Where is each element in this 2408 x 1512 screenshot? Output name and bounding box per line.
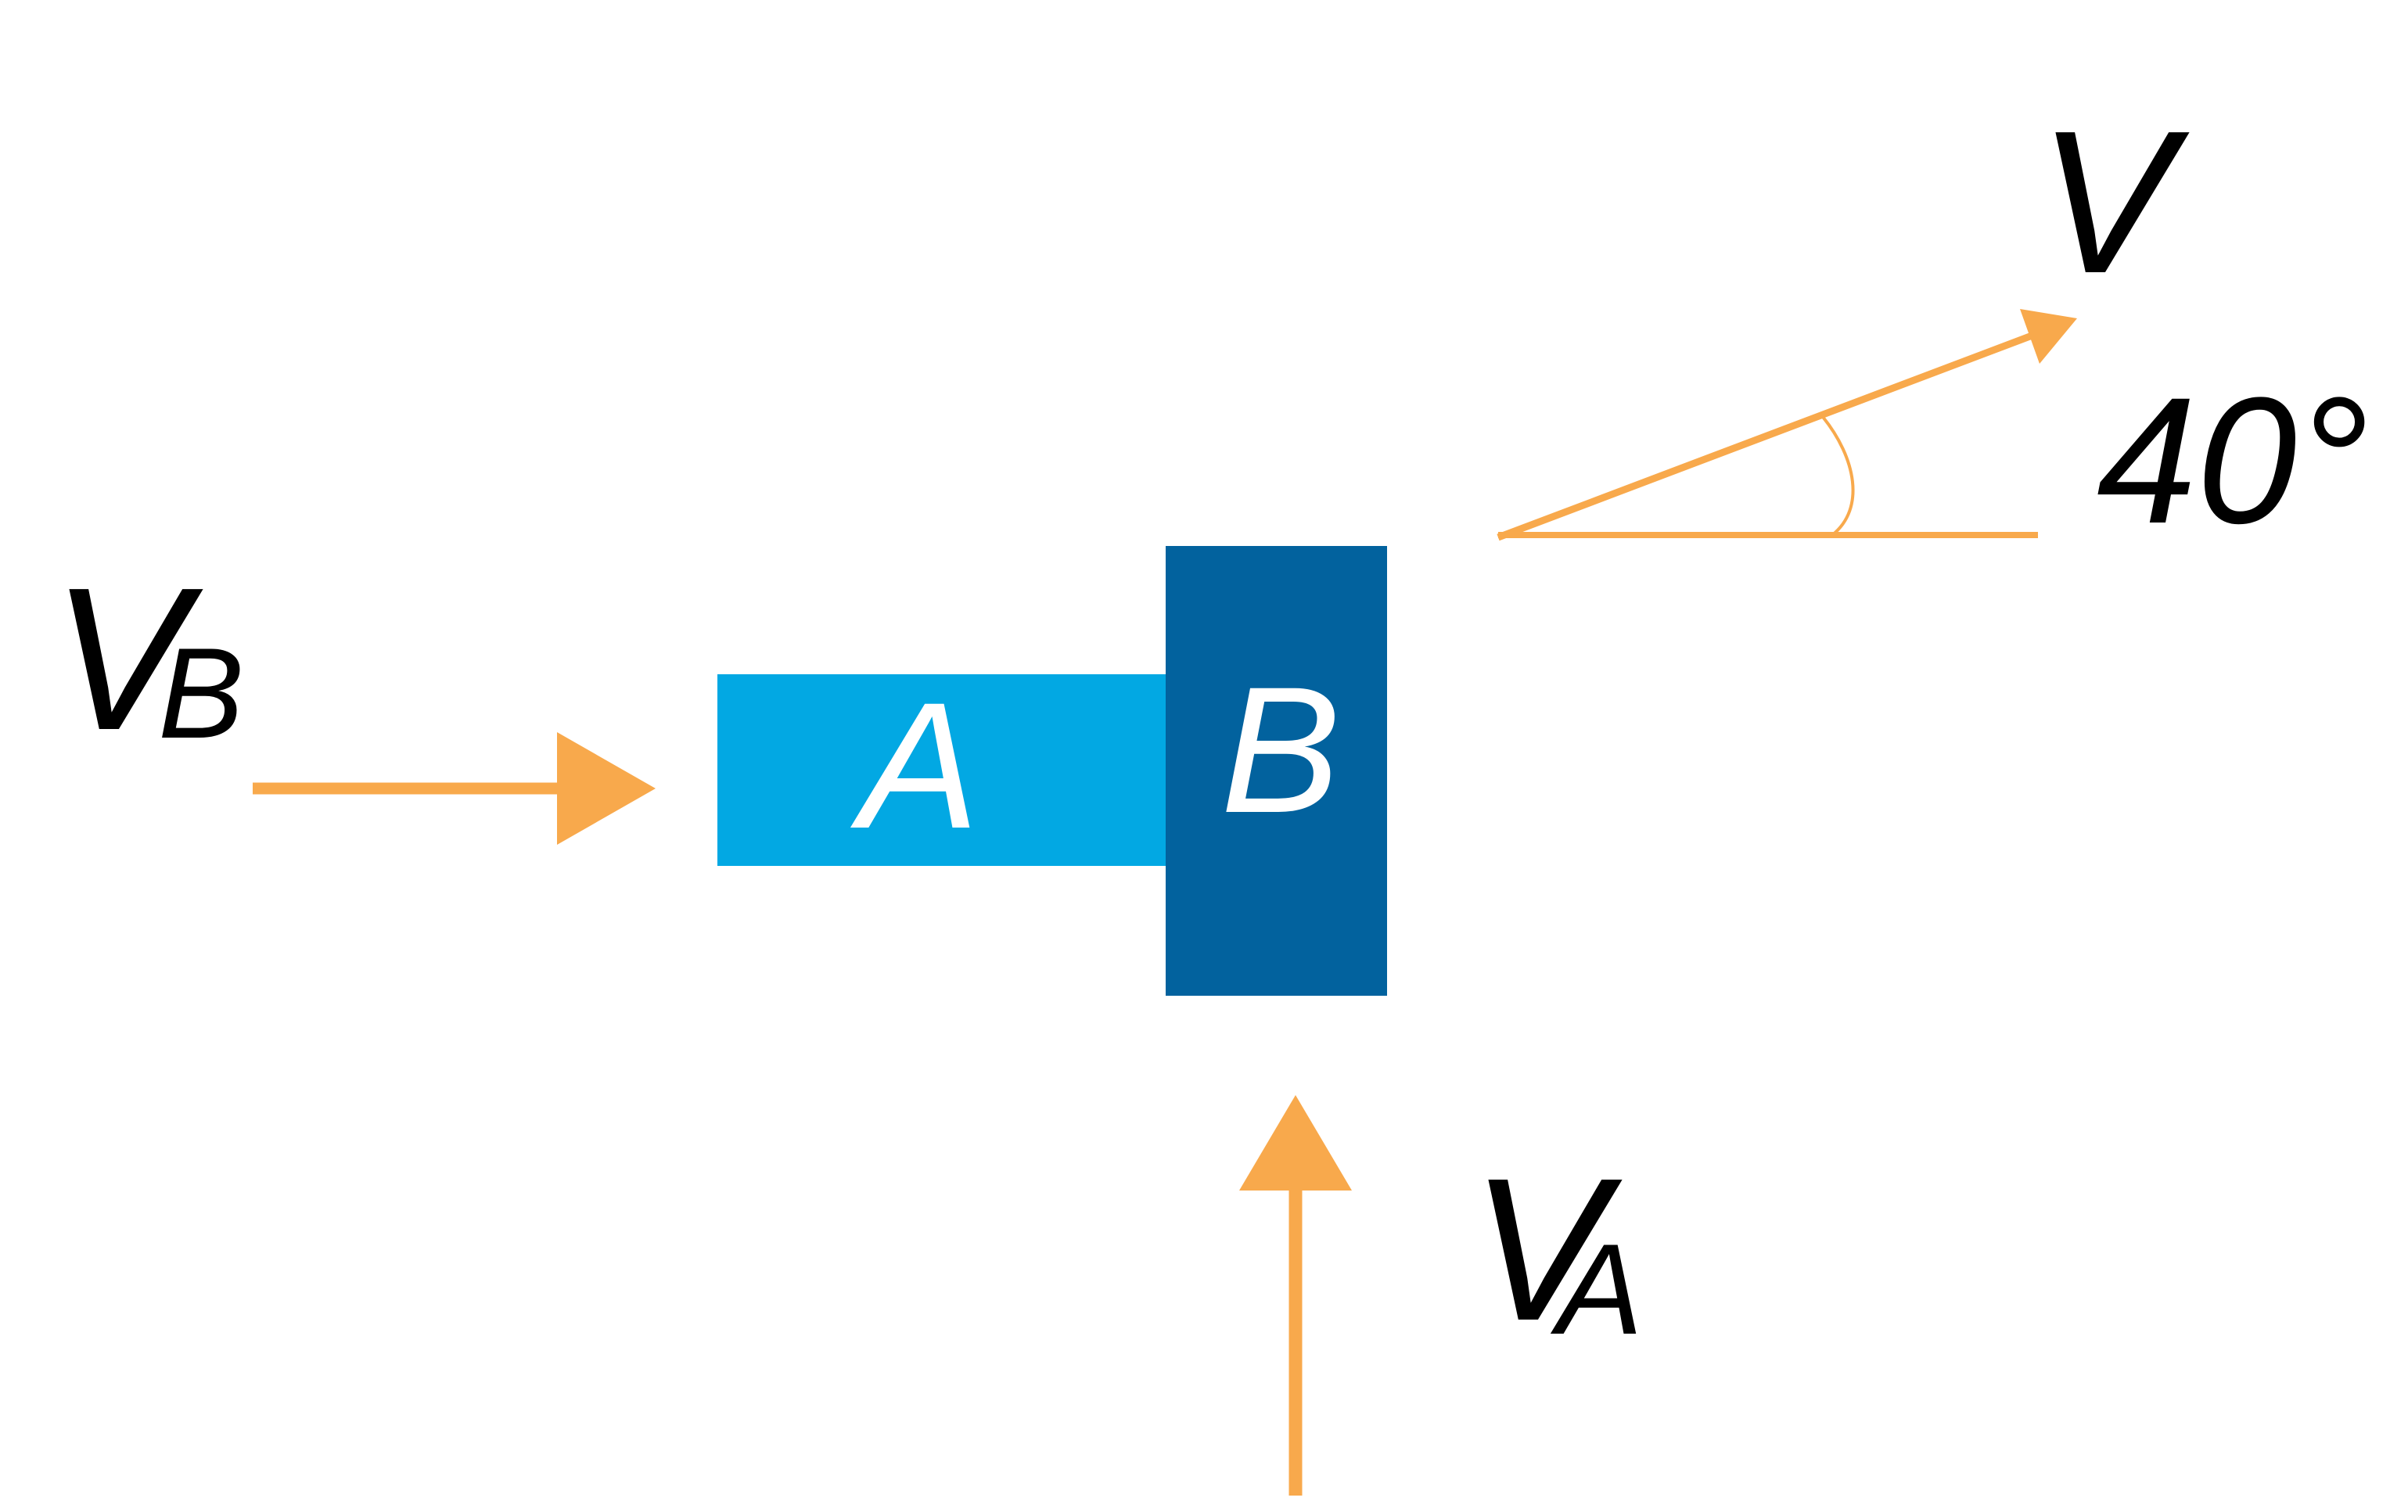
va-subscript: A: [1550, 1217, 1643, 1361]
block-b: [1166, 546, 1387, 996]
vb-subscript: B: [158, 621, 244, 765]
vb-arrow: [253, 732, 656, 845]
block-a-label: A: [850, 665, 979, 866]
vb-symbol: V: [52, 546, 204, 773]
v-label: V: [2038, 89, 2191, 316]
angle-arc: [1821, 415, 1855, 537]
va-arrow: [1239, 1095, 1352, 1496]
block-a: [717, 674, 1166, 866]
va-symbol: V: [1471, 1137, 1623, 1363]
va-label: V A: [1471, 1137, 1643, 1363]
vb-label: V B: [52, 546, 244, 773]
block-b-label: B: [1220, 649, 1340, 850]
angle-label: 40°: [2097, 360, 2369, 561]
v-arrow: [1497, 309, 2077, 541]
